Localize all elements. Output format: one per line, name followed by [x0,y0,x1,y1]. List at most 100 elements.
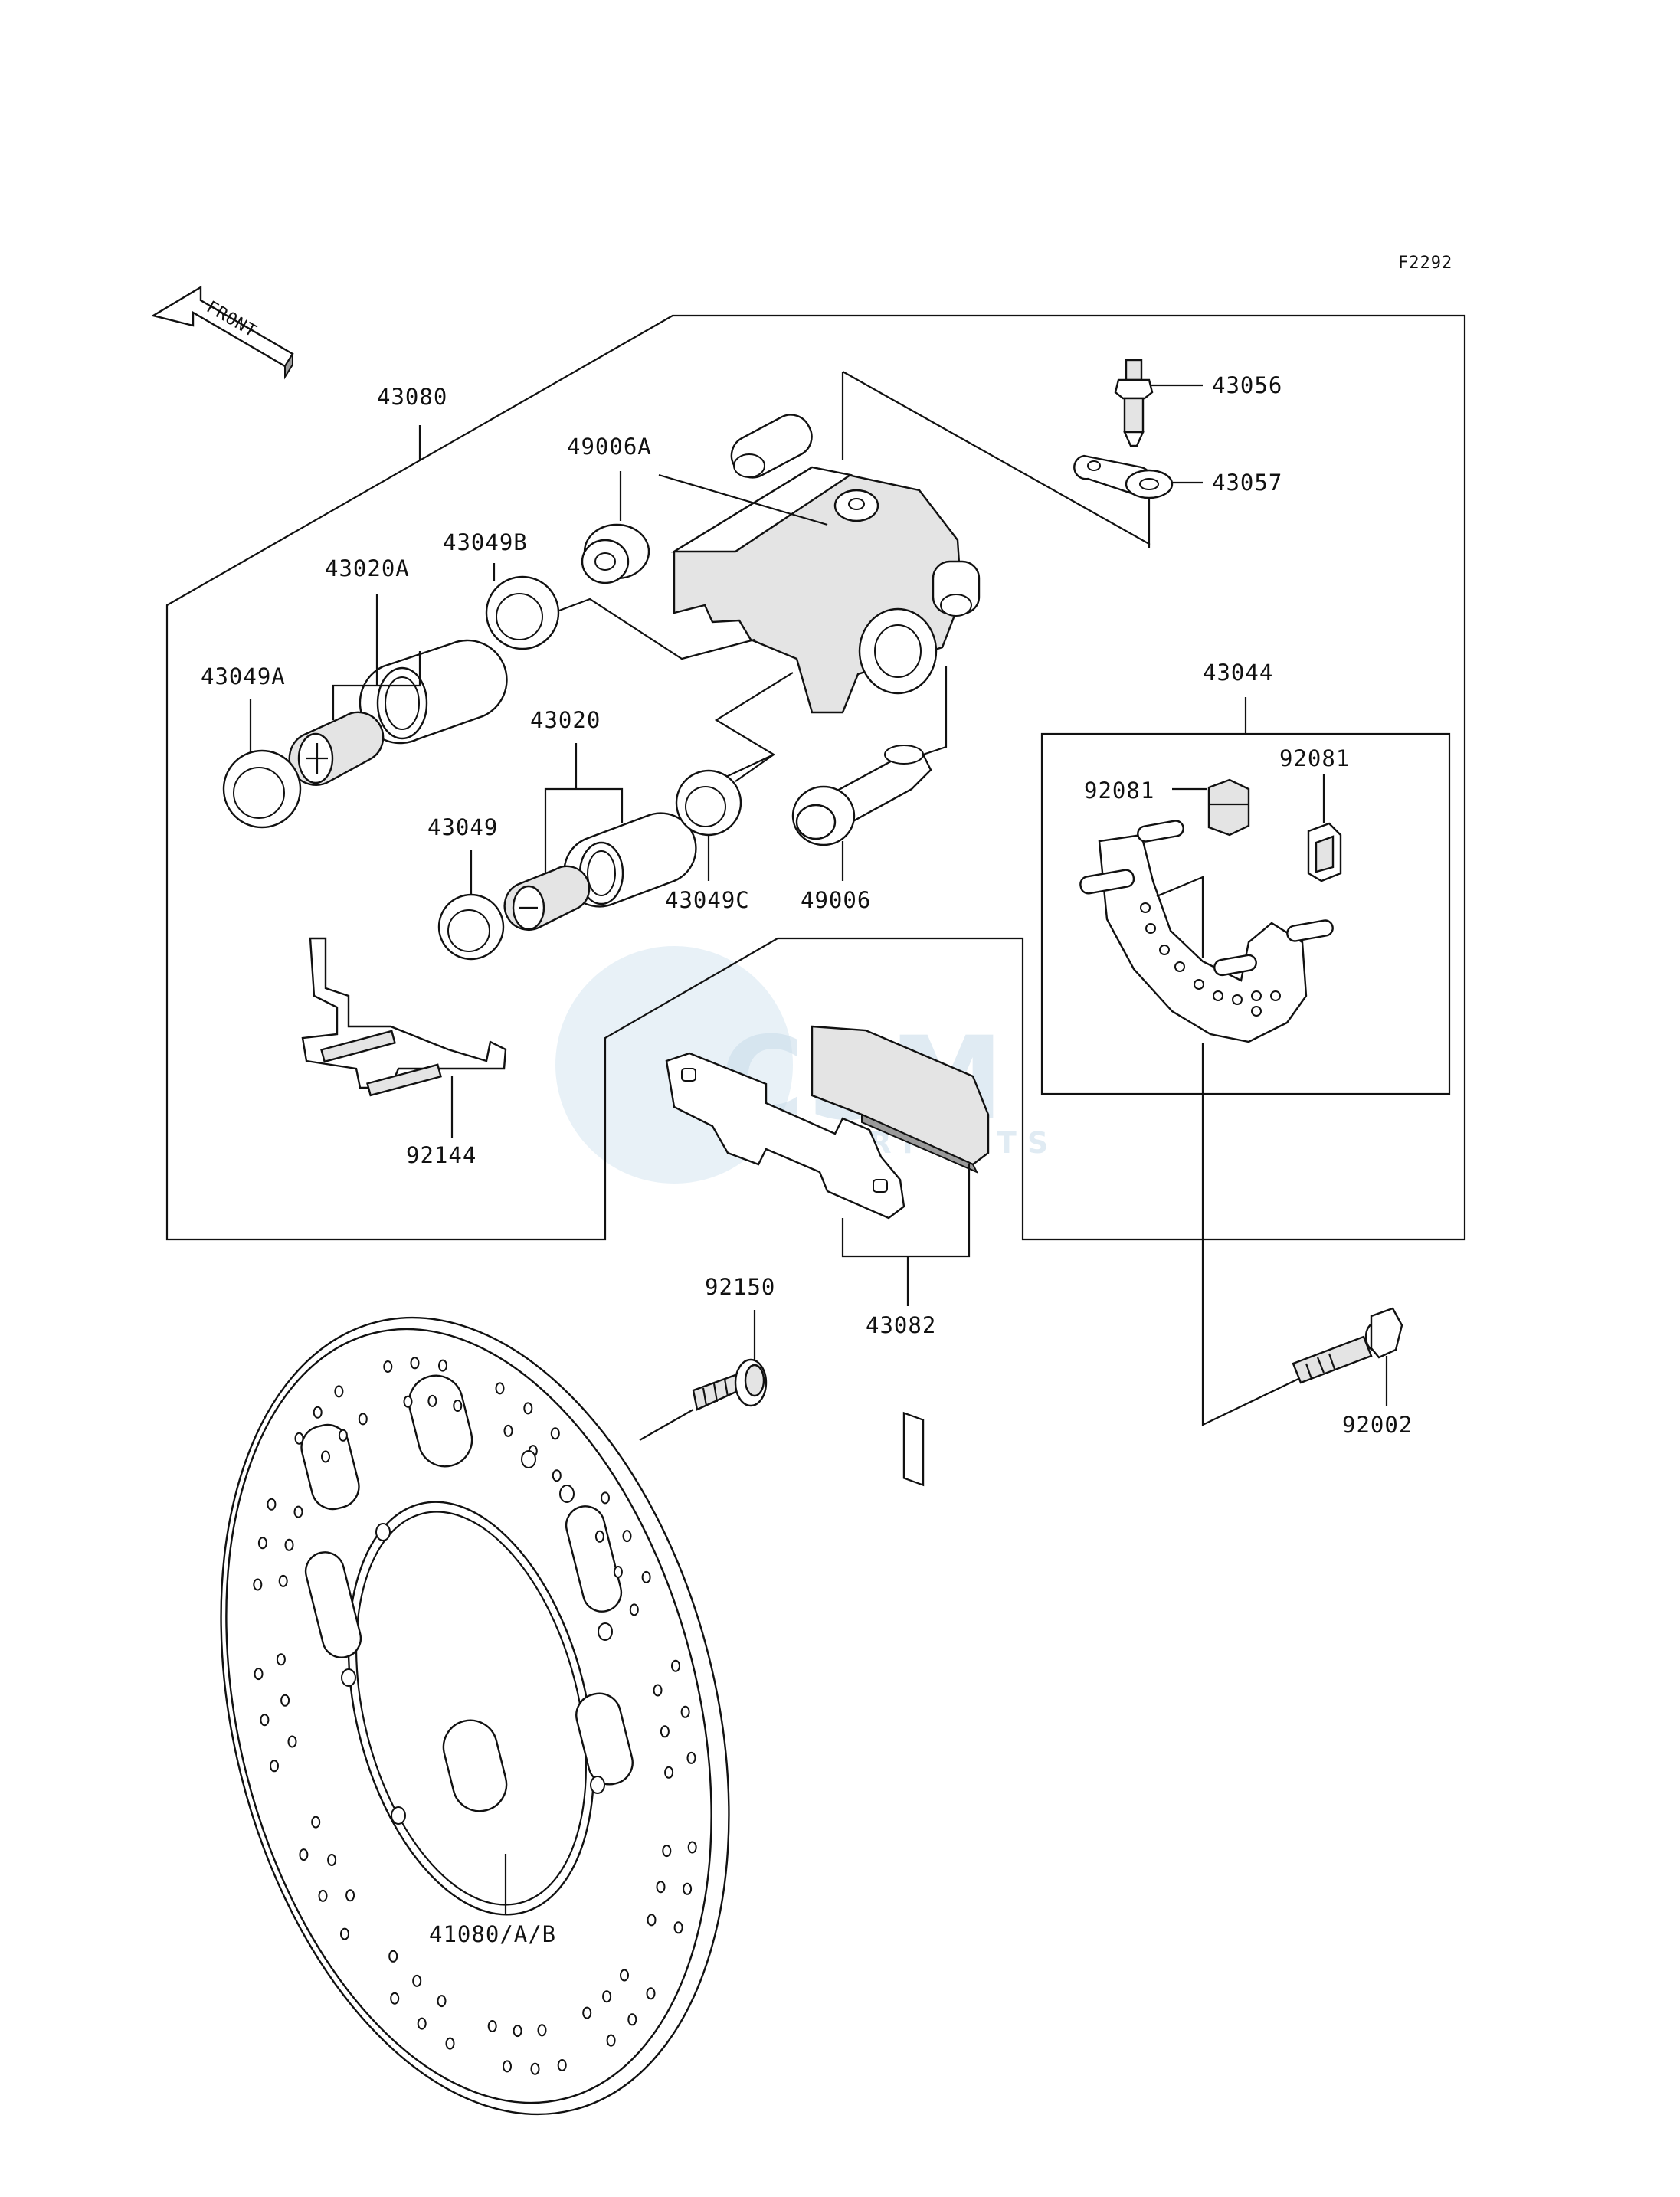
disc-hole [267,1498,277,1511]
caliper-assembly-outline [165,314,1466,1241]
disc-hole [276,1653,286,1666]
pin-boot-49006A [581,523,650,584]
piston-43020 [563,812,697,908]
disc-hole [656,1881,666,1894]
label-43057: 43057 [1212,470,1282,496]
disc-hole [410,1357,420,1370]
disc-hole [284,1538,294,1551]
label-92144: 92144 [406,1142,476,1168]
disc-hole [503,1424,513,1437]
label-49006: 49006 [801,887,871,913]
disc-hole [537,2024,547,2037]
disc-hole [294,1432,304,1445]
disc-hole [280,1694,290,1707]
disc-hole [687,1841,697,1854]
disc-hole [412,1974,422,1987]
disc-hole [653,1684,663,1697]
caliper-bracket [1079,820,1334,1043]
label-43049A: 43049A [201,663,286,689]
piston-insulator-43020 [503,865,591,931]
disc-hole [686,1751,696,1764]
label-43056: 43056 [1212,372,1282,398]
disc-hole [664,1766,674,1779]
disc-hole [550,1427,560,1440]
front-arrow-icon [150,285,294,368]
label-41080: 41080/A/B [429,1921,556,1947]
disc-hole [602,1990,612,2003]
disc-hole [523,1402,533,1415]
label-43082: 43082 [866,1312,936,1338]
front-direction-arrow: FRONT [150,285,294,380]
disc-hole [260,1714,270,1727]
disc-hole [620,1969,629,1982]
pin-49006 [791,745,932,846]
disc-hole [321,1450,330,1463]
label-92081-right: 92081 [1279,745,1350,771]
disc-hole [278,1574,288,1587]
bleed-valve-43056 [1114,359,1154,447]
bleed-cap-43057 [1073,454,1174,499]
disc-hole [383,1360,393,1373]
disc-hole [340,1927,349,1940]
disc-hole [334,1385,344,1398]
disc-hole [552,1469,562,1482]
disc-hole [613,1566,623,1578]
label-49006A: 49006A [567,434,652,460]
disc-hole [358,1413,368,1426]
figure-code: F2292 [1398,254,1452,273]
disc-hole [313,1406,323,1419]
disc-hole [345,1889,355,1902]
disc-hole [680,1705,690,1718]
disc-hole [530,2062,540,2075]
disc-hole [388,1950,398,1963]
anti-rattle-spring-92144 [301,937,507,1097]
brake-pad-set-43082 [665,1025,990,1487]
brake-disc-41080 [220,1316,730,2116]
disc-hole [662,1845,672,1858]
label-43044: 43044 [1203,660,1273,686]
caliper-bolt-92002 [1292,1307,1403,1384]
disc-hole [270,1760,279,1773]
label-43049C: 43049C [665,887,750,913]
disc-bolt-92150 [692,1358,768,1411]
disc-hole [287,1735,297,1748]
disc-mount-hole [341,1668,356,1687]
disc-hole [557,2059,567,2071]
disc-hole [438,1359,447,1372]
disc-hole [417,2017,427,2030]
caliper-body [670,371,1151,714]
disc-mount-hole [391,1806,406,1825]
disc-hole [487,2020,497,2032]
label-43080: 43080 [377,384,447,410]
disc-mount-hole [590,1776,605,1794]
disc-hole [338,1429,348,1442]
disc-mount-hole [375,1523,391,1541]
disc-hole [627,2013,637,2026]
disc-hole [647,1914,657,1927]
disc-hole [293,1505,303,1518]
disc-hole [582,2006,592,2019]
disc-hole [254,1668,264,1681]
disc-hole [299,1848,309,1861]
pad-spring-92081-left [1207,778,1250,837]
disc-hole [445,2037,455,2050]
disc-hole [403,1395,413,1408]
pad-spring-92081-right [1307,822,1342,882]
disc-hole [318,1889,328,1902]
disc-hole [495,1382,505,1395]
disc-hole [683,1882,693,1895]
label-92081-left: 92081 [1084,778,1154,804]
disc-hole [622,1530,632,1543]
disc-hole [601,1491,610,1505]
disc-hole [594,1530,604,1543]
label-92150: 92150 [705,1274,775,1300]
disc-hole [437,1995,447,2008]
label-43049B: 43049B [443,529,528,555]
label-92002: 92002 [1342,1412,1413,1438]
disc-hole [606,2034,616,2047]
disc-hole [660,1725,670,1738]
disc-hole [671,1659,680,1672]
disc-hole [390,1992,400,2005]
disc-hole [453,1400,463,1412]
